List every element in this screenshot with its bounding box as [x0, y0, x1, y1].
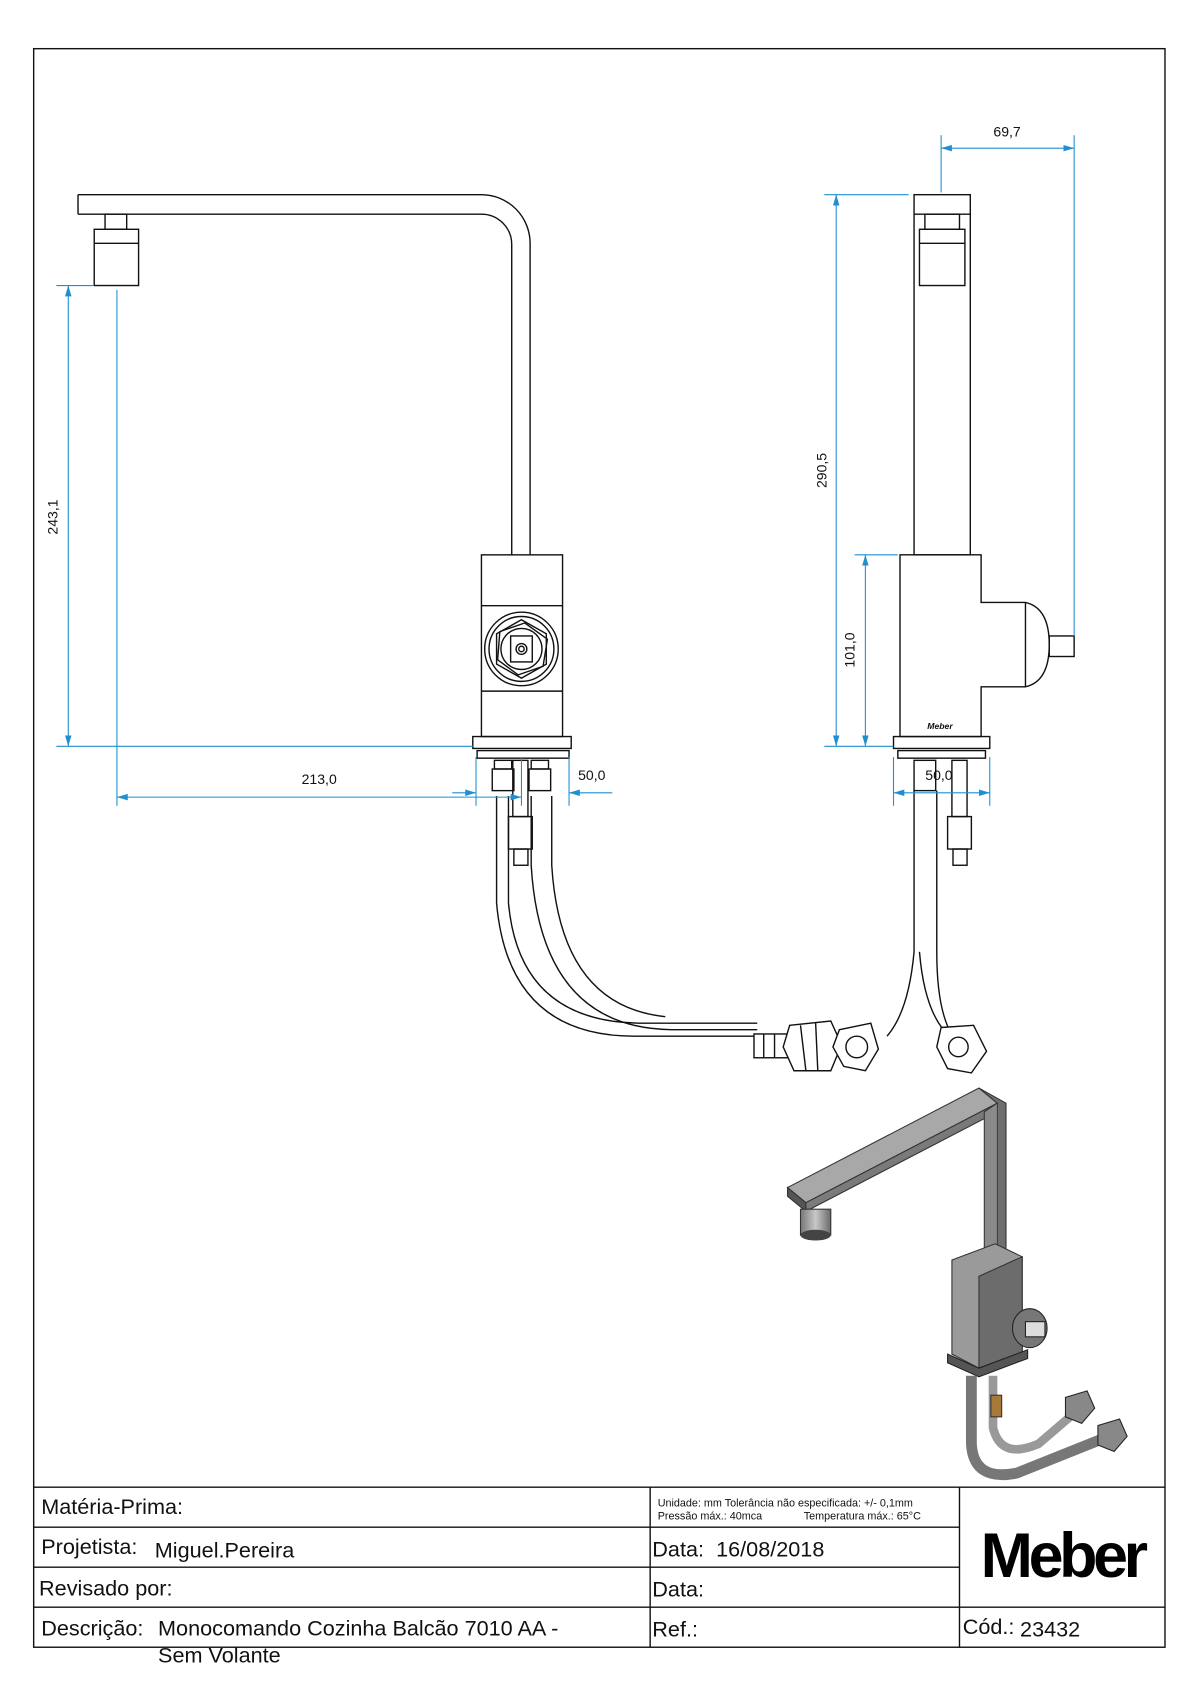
body-brand-mark: Meber — [927, 721, 953, 731]
code-value: 23432 — [1020, 1616, 1080, 1641]
spec-units-tolerance: Unidade: mm Tolerância não especificada:… — [658, 1498, 913, 1510]
lever-socket-icon — [483, 611, 559, 687]
reviewed-date-label: Data: — [652, 1576, 704, 1601]
dim-side-width: 69,7 — [993, 123, 1021, 139]
spec-temperature: Temperatura máx.: 65°C — [804, 1511, 921, 1523]
description-label: Descrição: — [41, 1615, 143, 1640]
side-view: Meber — [886, 193, 1075, 1074]
dim-front-base: 50,0 — [578, 767, 606, 783]
material-label: Matéria-Prima: — [41, 1494, 183, 1519]
date-value: 16/08/2018 — [716, 1536, 824, 1561]
designer-value: Miguel.Pereira — [155, 1537, 295, 1562]
dim-total-height: 290,5 — [813, 453, 829, 488]
spec-pressure: Pressão máx.: 40mca — [658, 1511, 762, 1523]
dim-spout-height: 243,1 — [44, 499, 60, 534]
dim-body-height: 101,0 — [842, 632, 858, 667]
meber-logo: Meber — [981, 1521, 1148, 1591]
isometric-render — [786, 1087, 1128, 1481]
code-label: Cód.: — [963, 1614, 1015, 1639]
title-block — [33, 1486, 1165, 1648]
dimension-lines — [56, 135, 1075, 806]
reviewed-label: Revisado por: — [39, 1575, 172, 1600]
sheet-frame — [32, 47, 1166, 1648]
dim-side-base: 50,0 — [925, 767, 953, 783]
dim-spout-reach: 213,0 — [302, 771, 337, 787]
ref-label: Ref.: — [652, 1616, 698, 1641]
description-line1: Monocomando Cozinha Balcão 7010 AA - — [158, 1615, 558, 1640]
date-label: Data: — [652, 1536, 704, 1561]
designer-label: Projetista: — [41, 1534, 137, 1559]
front-view — [77, 193, 880, 1072]
description-line2: Sem Volante — [158, 1642, 281, 1667]
